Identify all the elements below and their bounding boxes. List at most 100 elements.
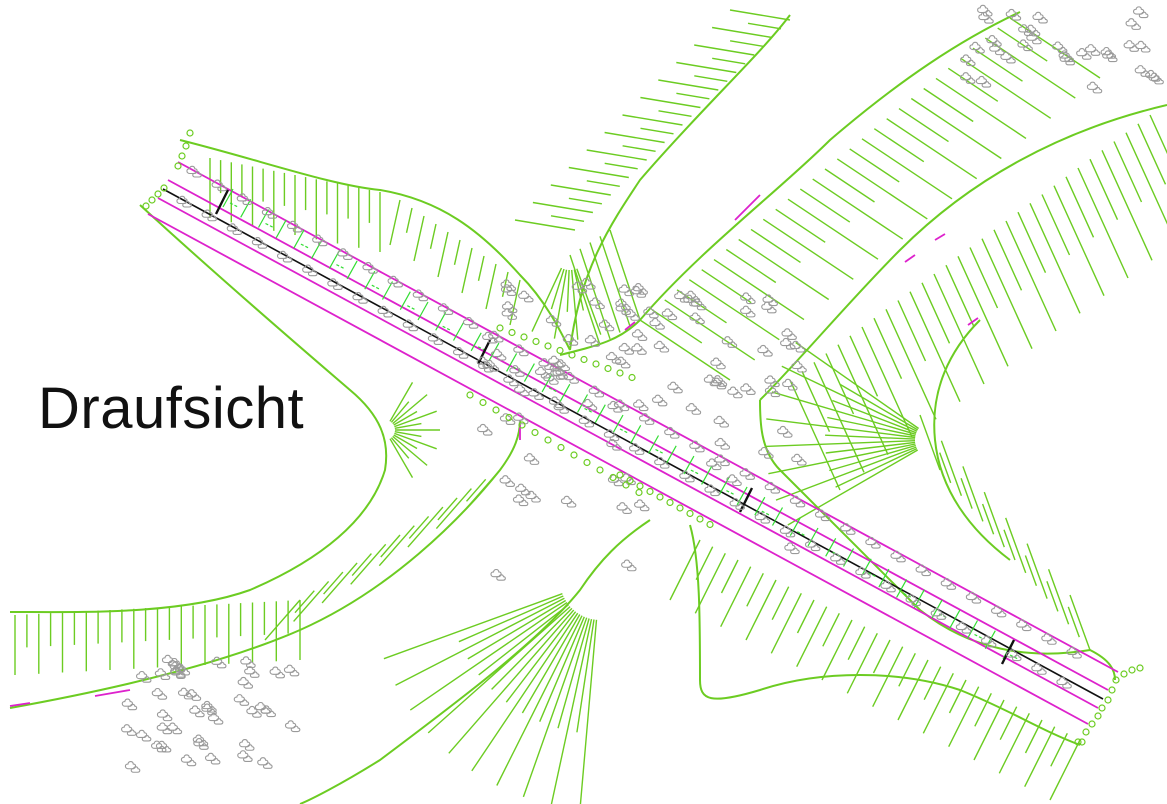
hachure-line bbox=[775, 446, 917, 501]
tree-icon bbox=[1102, 50, 1118, 63]
hachure-line bbox=[393, 410, 418, 426]
tree-icon bbox=[1026, 32, 1042, 45]
hachure-line bbox=[1047, 569, 1070, 625]
deck-hatch-line bbox=[647, 435, 660, 454]
tree-icon bbox=[679, 470, 695, 483]
hachure-line bbox=[720, 566, 752, 628]
hachure-line bbox=[505, 611, 577, 703]
deck-dash bbox=[655, 448, 664, 455]
guard-post-icon bbox=[666, 498, 674, 507]
hachure-line bbox=[981, 503, 995, 535]
guard-post-icon bbox=[505, 413, 513, 422]
guard-post-icon bbox=[544, 436, 552, 444]
hachure-line bbox=[940, 440, 963, 496]
hachure-line bbox=[787, 198, 879, 260]
hachure-line bbox=[550, 215, 585, 222]
tree-icon bbox=[523, 453, 540, 465]
tree-icon bbox=[257, 757, 273, 769]
tree-icon bbox=[740, 383, 756, 396]
hachure-line bbox=[477, 255, 485, 281]
guard-post-icon bbox=[520, 333, 528, 341]
abutment-west bbox=[214, 189, 230, 215]
deck-hatch-line bbox=[913, 589, 925, 608]
tree-icon bbox=[135, 729, 152, 742]
tree-icon bbox=[1076, 48, 1092, 60]
hachure-line bbox=[729, 40, 764, 47]
hachure-line bbox=[392, 394, 428, 425]
tree-icon bbox=[689, 440, 705, 453]
hachure-line bbox=[658, 79, 719, 91]
tree-icon bbox=[452, 346, 469, 359]
hachure-line bbox=[933, 273, 985, 385]
hachure-line bbox=[640, 127, 674, 135]
hachure-line bbox=[960, 478, 973, 509]
hachure-line bbox=[962, 466, 984, 522]
guard-post-icon bbox=[1128, 666, 1136, 674]
hachure-line bbox=[983, 491, 1005, 548]
tree-icon bbox=[915, 564, 932, 577]
tree-icon bbox=[563, 371, 580, 384]
deck-hatch-line bbox=[364, 270, 376, 290]
tree-icon bbox=[830, 553, 846, 565]
hachure-line bbox=[765, 440, 916, 448]
tree-icon bbox=[239, 739, 255, 751]
tree-icon bbox=[589, 297, 605, 310]
tree-icon bbox=[233, 694, 250, 706]
guard-post-icon bbox=[1098, 704, 1106, 712]
guard-post-icon bbox=[1094, 712, 1102, 720]
guard-post-icon bbox=[557, 443, 565, 452]
deck-dash bbox=[229, 202, 239, 208]
tree-icon bbox=[631, 329, 648, 341]
deck-hatch-line bbox=[311, 240, 323, 259]
hachure-line bbox=[825, 441, 916, 454]
hachure-line bbox=[1053, 185, 1105, 296]
hachure-line bbox=[604, 131, 665, 144]
hachure-line bbox=[550, 184, 611, 196]
hachure-line bbox=[872, 646, 904, 708]
tree-icon bbox=[124, 761, 141, 773]
tree-icon bbox=[727, 386, 743, 399]
tree-icon bbox=[634, 499, 650, 512]
guard-post-icon bbox=[182, 142, 190, 150]
guard-post-icon bbox=[686, 509, 694, 518]
hachure-line bbox=[972, 47, 1023, 82]
tree-icon bbox=[283, 664, 300, 677]
hachure-line bbox=[676, 61, 737, 74]
hachure-line bbox=[886, 118, 978, 180]
tree-icon bbox=[1059, 53, 1076, 66]
hachure-line bbox=[993, 229, 1023, 291]
hachure-line bbox=[822, 612, 840, 647]
hachure-line bbox=[789, 379, 841, 491]
tree-icon bbox=[781, 328, 797, 340]
hachure-line bbox=[1049, 739, 1081, 801]
tree-icon bbox=[628, 443, 645, 455]
tree-icon bbox=[890, 550, 906, 563]
guard-post-icon bbox=[1112, 676, 1120, 684]
tree-icon bbox=[685, 403, 702, 415]
hachure-line bbox=[553, 269, 568, 339]
deck-hatch-line bbox=[878, 568, 890, 588]
hachure-line bbox=[873, 317, 903, 379]
slope-lower-left-2 bbox=[9, 419, 521, 709]
slope-lower-right bbox=[689, 524, 1081, 746]
hachure-line bbox=[768, 443, 916, 475]
hachure-line bbox=[1026, 543, 1048, 599]
hachure-line bbox=[550, 268, 565, 310]
tree-icon bbox=[764, 375, 780, 388]
hachure-line bbox=[861, 138, 953, 200]
hachure-line bbox=[664, 299, 756, 361]
deck-hatch-line bbox=[949, 609, 961, 629]
hachure-line bbox=[910, 97, 1002, 160]
hachure-line bbox=[897, 300, 927, 362]
tree-icon bbox=[499, 475, 516, 487]
hachure-line bbox=[824, 168, 875, 203]
tree-icon bbox=[633, 399, 649, 412]
tree-icon bbox=[965, 591, 982, 604]
hachure-line bbox=[825, 434, 916, 440]
hachure-line bbox=[939, 452, 952, 484]
hachure-line bbox=[651, 309, 703, 344]
hachure-line bbox=[974, 692, 992, 727]
tree-icon bbox=[1123, 40, 1140, 52]
hachure-line bbox=[711, 26, 773, 39]
hachure-line bbox=[323, 571, 344, 595]
